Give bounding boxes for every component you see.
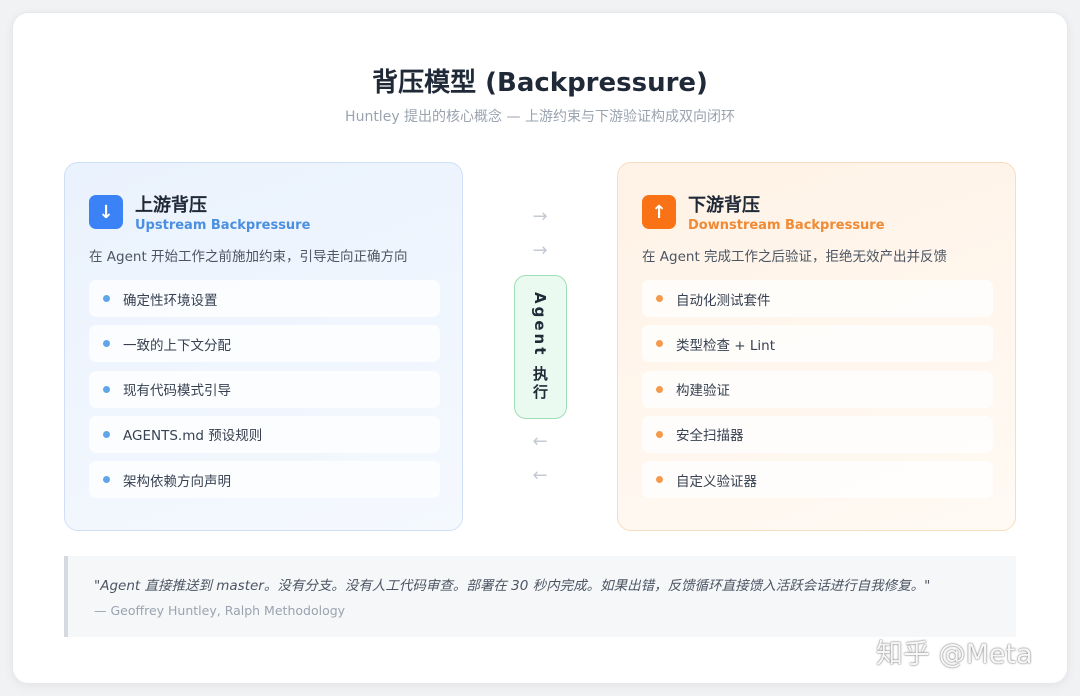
list-item: 确定性环境设置 xyxy=(89,280,440,317)
bullet-dot-icon xyxy=(103,295,110,302)
watermark: 知乎 @Meta xyxy=(876,639,1033,670)
upstream-subtitle: Upstream Backpressure xyxy=(135,218,311,233)
list-item: 自动化测试套件 xyxy=(642,280,993,317)
downstream-description: 在 Agent 完成工作之后验证，拒绝无效产出并反馈 xyxy=(642,249,948,265)
upstream-list: 确定性环境设置 一致的上下文分配 现有代码模式引导 AGENTS.md 预设规则… xyxy=(89,280,440,506)
upstream-title: 上游背压 xyxy=(135,195,207,216)
downstream-list: 自动化测试套件 类型检查 + Lint 构建验证 安全扫描器 自定义验证器 xyxy=(642,280,993,506)
list-item-label: 一致的上下文分配 xyxy=(123,337,231,354)
page-subtitle: Huntley 提出的核心概念 — 上游约束与下游验证构成双向闭环 xyxy=(345,109,735,125)
quote-block: "Agent 直接推送到 master。没有分支。没有人工代码审查。部署在 30… xyxy=(64,556,1016,637)
downstream-title: 下游背压 xyxy=(688,195,760,216)
list-item-label: 确定性环境设置 xyxy=(123,292,218,309)
arrow-right-icon: → xyxy=(532,206,548,227)
arrow-down-icon: ↓ xyxy=(89,195,123,229)
agent-execution-label: Agent 执行 xyxy=(531,292,549,402)
upstream-panel: ↓ 上游背压 Upstream Backpressure 在 Agent 开始工… xyxy=(64,162,463,531)
bullet-dot-icon xyxy=(103,430,110,438)
list-item: 现有代码模式引导 xyxy=(89,370,440,408)
bullet-dot-icon xyxy=(103,340,110,348)
list-item-label: 现有代码模式引导 xyxy=(123,383,231,400)
bullet-dot-icon xyxy=(656,476,663,484)
bullet-dot-icon xyxy=(103,385,110,393)
bullet-dot-icon xyxy=(103,476,110,484)
list-item: 安全扫描器 xyxy=(642,415,993,453)
quote-source: — Geoffrey Huntley, Ralph Methodology xyxy=(94,603,346,618)
list-item: 自定义验证器 xyxy=(642,461,993,499)
list-item: 类型检查 + Lint xyxy=(642,325,993,363)
page-title: 背压模型 (Backpressure) xyxy=(372,68,708,98)
downstream-subtitle: Downstream Backpressure xyxy=(688,218,885,233)
list-item-label: 架构依赖方向声明 xyxy=(123,473,231,490)
arrow-right-icon: → xyxy=(532,240,548,261)
bullet-dot-icon xyxy=(656,295,663,302)
list-item-label: 类型检查 + Lint xyxy=(676,337,776,354)
agent-execution-box: Agent 执行 xyxy=(514,275,567,419)
downstream-panel: ↑ 下游背压 Downstream Backpressure 在 Agent 完… xyxy=(617,162,1016,531)
list-item-label: 自定义验证器 xyxy=(676,473,757,490)
upstream-description: 在 Agent 开始工作之前施加约束，引导走向正确方向 xyxy=(89,249,408,265)
bullet-dot-icon xyxy=(656,385,663,393)
list-item-label: 构建验证 xyxy=(676,383,730,400)
list-item: 架构依赖方向声明 xyxy=(89,461,440,499)
list-item: 一致的上下文分配 xyxy=(89,325,440,363)
arrow-left-icon: ← xyxy=(532,465,548,486)
bullet-dot-icon xyxy=(656,340,663,348)
arrow-left-icon: ← xyxy=(532,431,548,452)
bullet-dot-icon xyxy=(656,430,663,438)
arrow-up-icon: ↑ xyxy=(642,195,676,229)
list-item-label: 自动化测试套件 xyxy=(676,292,771,309)
quote-text: "Agent 直接推送到 master。没有分支。没有人工代码审查。部署在 30… xyxy=(94,578,931,594)
list-item-label: 安全扫描器 xyxy=(676,428,744,445)
list-item: AGENTS.md 预设规则 xyxy=(89,415,440,453)
list-item-label: AGENTS.md 预设规则 xyxy=(123,428,263,445)
list-item: 构建验证 xyxy=(642,370,993,408)
